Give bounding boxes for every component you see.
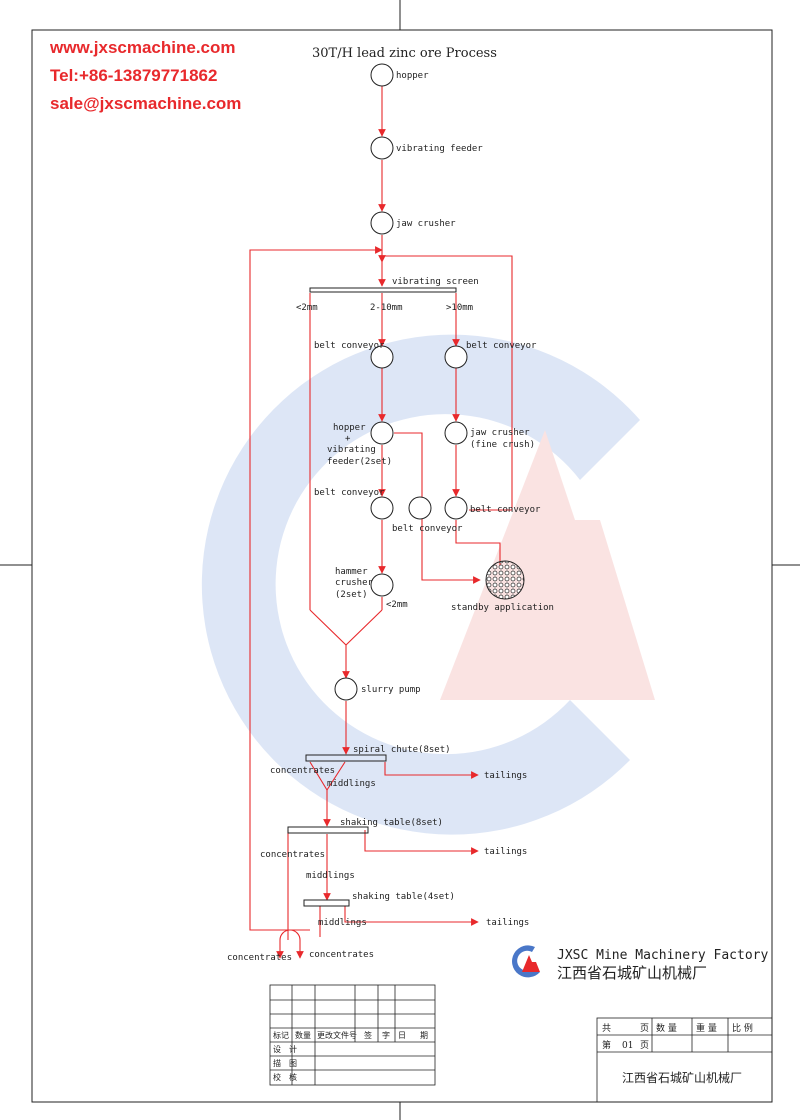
belt-conveyor-left-circle [370, 345, 394, 369]
label-size-fine: <2mm [296, 303, 318, 313]
label-middlings-3: middlings [318, 918, 367, 928]
label-vibrating-screen: vibrating screen [392, 277, 479, 287]
belt-conveyor-b-circle [408, 496, 432, 520]
contact-email[interactable]: sale@jxscmachine.com [50, 94, 242, 113]
slurry-pump-circle [334, 677, 358, 701]
label-hopper-feeder-4: feeder(2set) [327, 457, 392, 467]
flow-lines [249, 86, 513, 959]
label-concentrates-left: concentrates [227, 953, 292, 963]
svg-text:第: 第 [602, 1039, 611, 1051]
label-hopper: hopper [396, 71, 429, 81]
title-block-factory: 江西省石城矿山机械厂 [622, 1070, 742, 1085]
label-concentrates-2: concentrates [260, 850, 325, 860]
standby-circle [485, 560, 525, 600]
label-slurry-pump: slurry pump [361, 685, 421, 695]
company-name-en: JXSC Mine Machinery Factory [557, 948, 768, 963]
svg-text:01: 01 [622, 1041, 633, 1051]
jaw-crusher-circle [370, 211, 394, 235]
label-tailings-1: tailings [484, 771, 527, 781]
label-shaking-table-8: shaking table(8set) [340, 818, 443, 828]
contact-tel: Tel:+86-13879771862 [50, 66, 218, 85]
label-belt-conveyor-left: belt conveyor [314, 341, 385, 351]
label-concentrates-right: concentrates [309, 950, 374, 960]
label-belt-conveyor-c: belt conveyor [470, 505, 541, 515]
title-block-right-text: 共 页 数 量 重 量 比 例 第 01 页 江西省石城矿山机械厂 [602, 1022, 753, 1085]
company-logo [512, 945, 540, 978]
svg-text:描 图: 描 图 [273, 1058, 297, 1068]
svg-text:数 量: 数 量 [656, 1022, 677, 1034]
contact-website[interactable]: www.jxscmachine.com [50, 38, 236, 57]
equipment-circles [334, 63, 525, 701]
label-middlings-1: middlings [327, 779, 376, 789]
hopper-feeder-circle [370, 421, 394, 445]
label-standby: standby application [451, 603, 554, 613]
belt-conveyor-a-circle [370, 496, 394, 520]
label-concentrates-1: concentrates [270, 766, 335, 776]
label-shaking-table-4: shaking table(4set) [352, 892, 455, 902]
label-vibrating-feeder: vibrating feeder [396, 144, 483, 154]
label-hammer-crusher-1: hammer [335, 567, 368, 577]
label-tailings-2: tailings [484, 847, 527, 857]
label-belt-conveyor-a: belt conveyor [314, 488, 385, 498]
label-jaw-crusher-fine-1: jaw crusher [470, 428, 530, 438]
svg-text:标记: 标记 [273, 1030, 289, 1040]
label-tailings-3: tailings [486, 918, 529, 928]
hopper-circle [370, 63, 394, 87]
jaw-crusher-fine-circle [444, 421, 468, 445]
svg-text:日: 日 [398, 1031, 406, 1040]
label-hopper-feeder-1: hopper [333, 423, 366, 433]
title-block-left-text: 标记 数量 更改文件号 签 字 日 期 设 计 描 图 校 核 [273, 1030, 428, 1082]
label-jaw-crusher: jaw crusher [396, 219, 456, 229]
svg-text:共: 共 [602, 1023, 611, 1034]
title-block-left [269, 984, 436, 1086]
company-block: JXSC Mine Machinery Factory 江西省石城矿山机械厂 [512, 945, 768, 982]
svg-text:设 计: 设 计 [273, 1044, 297, 1054]
svg-text:签: 签 [364, 1030, 372, 1040]
watermark-logo [201, 334, 655, 835]
label-size-coarse: >10mm [446, 303, 473, 313]
label-hopper-feeder-2: + [345, 434, 351, 444]
label-belt-conveyor-b: belt conveyor [392, 524, 463, 534]
svg-text:更改文件号: 更改文件号 [317, 1030, 357, 1040]
label-hopper-feeder-3: vibrating [327, 445, 376, 455]
svg-text:比 例: 比 例 [732, 1022, 753, 1034]
svg-text:字: 字 [382, 1030, 390, 1040]
svg-text:页: 页 [640, 1023, 649, 1034]
svg-text:校 核: 校 核 [273, 1072, 297, 1082]
label-jaw-crusher-fine-2: (fine crush) [470, 440, 535, 450]
diagram-title: 30T/H lead zinc ore Process [312, 46, 497, 61]
label-hammer-output: <2mm [386, 600, 408, 610]
svg-text:页: 页 [640, 1040, 649, 1051]
belt-conveyor-right-circle [444, 345, 468, 369]
label-hammer-crusher-2: crusher [335, 578, 374, 588]
belt-conveyor-c-circle [444, 496, 468, 520]
label-size-mid: 2-10mm [370, 303, 403, 313]
label-belt-conveyor-right: belt conveyor [466, 341, 537, 351]
svg-text:重 量: 重 量 [696, 1022, 717, 1034]
screen-bars [287, 287, 457, 907]
vibrating-feeder-circle [370, 136, 394, 160]
title-block-right [596, 1017, 773, 1103]
svg-text:期: 期 [420, 1031, 428, 1040]
svg-text:数量: 数量 [295, 1030, 311, 1040]
company-name-cn: 江西省石城矿山机械厂 [557, 964, 707, 982]
label-hammer-crusher-3: (2set) [335, 590, 368, 600]
label-middlings-2: middlings [306, 871, 355, 881]
hammer-crusher-circle [370, 573, 394, 597]
node-labels: hopper vibrating feeder jaw crusher vibr… [227, 71, 554, 963]
label-spiral-chute: spiral chute(8set) [353, 745, 451, 755]
